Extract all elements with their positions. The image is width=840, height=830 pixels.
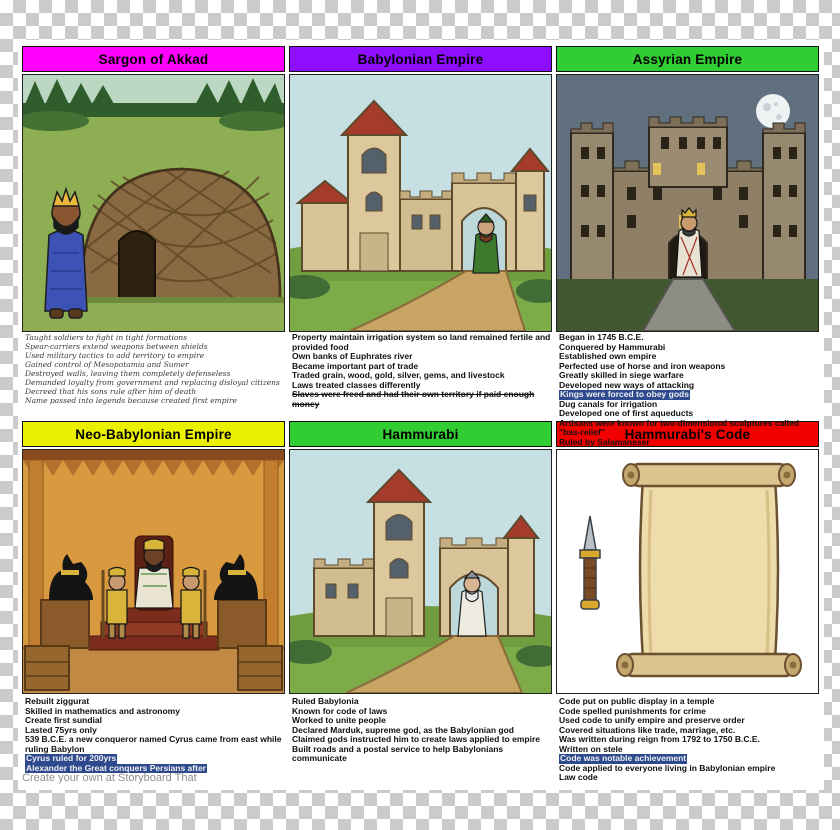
panel-text-line: Gained control of Mesopotamia and Sumer: [25, 360, 189, 369]
panel-text-line: Alexander the Great conquers Persians af…: [25, 762, 207, 773]
panel-text-line: Rebuilt ziggurat: [25, 696, 90, 706]
panel-text-line: Written on stele: [559, 743, 623, 754]
panel-title-sargon-of-akkad: Sargon of Akkad: [22, 46, 285, 72]
night-fortress-scene: [557, 75, 818, 331]
panel-text-line: Lasted 75yrs only: [25, 724, 97, 735]
panel-text-line: Code applied to everyone living in Babyl…: [559, 762, 776, 773]
panel-text-line: Developed one of first aqueducts: [559, 408, 694, 418]
panel-text-line: 539 B.C.E. a new conqueror named Cyrus c…: [25, 734, 282, 754]
panel-text-line: Kings were forced to obey gods: [559, 389, 690, 400]
babylon-castle-scene: [290, 75, 551, 331]
panel-text-line: Destroyed walls, leaving them completely…: [25, 369, 231, 378]
panel-text-line: Cyrus ruled for 200yrs: [25, 753, 118, 764]
panel-text-line: Code spelled punishments for crime: [559, 705, 706, 716]
panel-text-line: Decreed that his sons rule after him of …: [25, 387, 197, 396]
panel-title-hammurabis-code: Hammurabi's Code: [556, 421, 819, 447]
panel-title-hammurabi: Hammurabi: [289, 421, 552, 447]
hammurabi-illustration: [289, 449, 552, 694]
stylus-icon: [579, 515, 601, 610]
panel-text-line: Laws treated classes differently: [292, 379, 421, 390]
reed-hut-scene: [23, 75, 284, 331]
babylonian-empire-illustration: [289, 74, 552, 332]
panel-text-line: Developed new ways of attacking: [559, 379, 695, 390]
hammurabis-code-illustration: [556, 449, 819, 694]
panel-text-line: Ruled Babylonia: [292, 696, 359, 706]
panel-text-line: Perfected use of horse and iron weapons: [559, 360, 726, 371]
panel-text-line: Law code: [559, 772, 598, 782]
panel-text-line: Ruled by Salamaneser: [559, 436, 650, 447]
panel-text-line: Claimed gods instructed him to create la…: [292, 734, 540, 744]
panel-text-line: Built roads and a postal service to help…: [292, 743, 504, 763]
panel-text-line: Worked to unite people: [292, 715, 386, 725]
sargon-of-akkad-illustration: [22, 74, 285, 332]
panel-text-line: Began in 1745 B.C.E.: [559, 332, 644, 342]
panel-text-line: Became important part of trade: [292, 360, 419, 371]
panel-title-babylonian-empire: Babylonian Empire: [289, 46, 552, 72]
panel-text-line: Demanded loyalty from government and rep…: [25, 378, 280, 387]
panel-text-line: Traded grain, wood, gold, silver, gems, …: [292, 370, 505, 380]
panel-text-line: Known for code of laws: [292, 705, 388, 716]
panel-text-line: Spear-carriers extend weapons between sh…: [25, 342, 208, 351]
neo-babylonian-empire-illustration: [22, 449, 285, 694]
panel-text-sargon-of-akkad: Taught soldiers to fight in tight format…: [25, 333, 284, 405]
panel-text-line: Dug canals for irrigation: [559, 398, 658, 409]
panel-text-line: Name passed into legends because created…: [25, 396, 237, 405]
panel-text-line: Covered situations like trade, marriage,…: [559, 724, 736, 735]
panel-text-line: Used military tactics to add territory t…: [25, 351, 205, 360]
panel-text-line: Skilled in mathematics and astronomy: [25, 705, 180, 716]
panel-text-babylonian-empire: Property maintain irrigation system so l…: [292, 332, 551, 409]
throne-room-scene: [23, 450, 284, 693]
panel-text-line: Code put on public display in a temple: [559, 696, 715, 706]
panel-text-line: Property maintain irrigation system so l…: [292, 332, 551, 352]
panel-text-line: Greatly skilled in siege warfare: [559, 370, 684, 380]
panel-text-line: Conquered by Hammurabi: [559, 341, 666, 352]
watermark: Create your own at Storyboard That: [22, 772, 197, 784]
panel-text-line: Used code to unify empire and preserve o…: [559, 715, 745, 725]
panel-text-line: Artisans were known for two-dimensional …: [559, 417, 799, 437]
panel-title-assyrian-empire: Assyrian Empire: [556, 46, 819, 72]
panel-text-line: Own banks of Euphrates river: [292, 351, 413, 361]
hammurabi-castle-scene: [290, 450, 551, 693]
panel-text-line: Taught soldiers to fight in tight format…: [25, 333, 188, 342]
panel-text-line: Was written during reign from 1792 to 17…: [559, 734, 760, 744]
panel-text-line: Declared Marduk, supreme god, as the Bab…: [292, 724, 514, 735]
storyboard: Sargon of Akkad Babylonian Empire Assyri…: [18, 40, 824, 790]
scroll-and-stylus-scene: [557, 450, 818, 693]
panel-text-line: Create first sundial: [25, 715, 102, 725]
panel-text-line: Established own empire: [559, 351, 657, 361]
panel-text-line: Slaves were freed and had their own terr…: [292, 389, 535, 409]
panel-text-line: Code was notable achievement: [559, 753, 688, 764]
panel-text-assyrian-empire: Began in 1745 B.C.E.Conquered by Hammura…: [559, 332, 818, 447]
assyrian-empire-illustration: [556, 74, 819, 332]
panel-title-neo-babylonian-empire: Neo-Babylonian Empire: [22, 421, 285, 447]
